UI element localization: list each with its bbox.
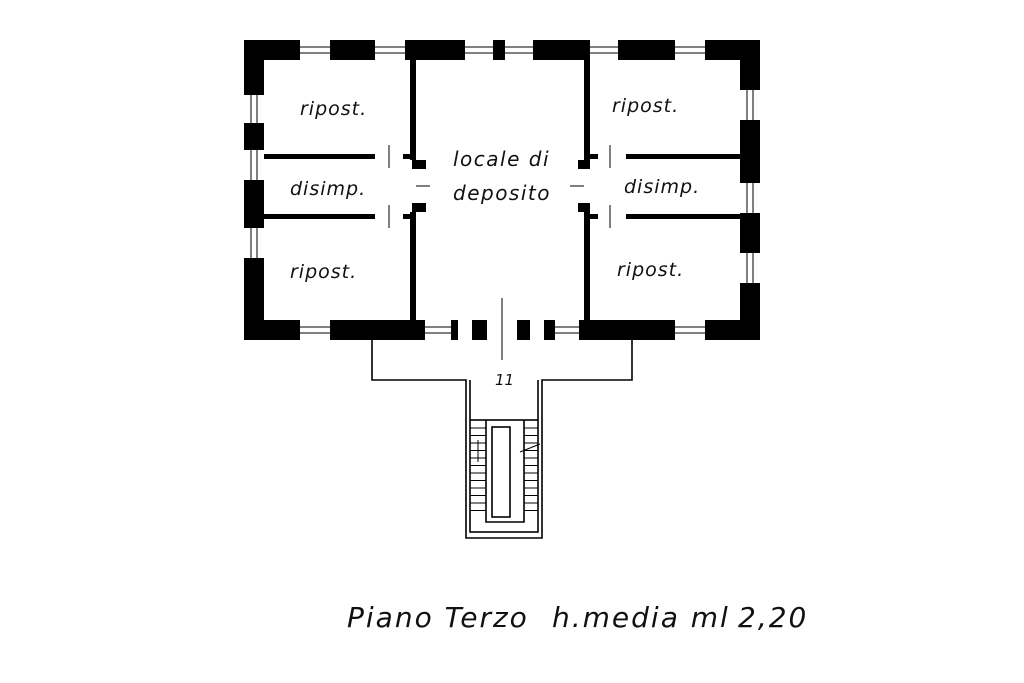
stair-number: 11 bbox=[495, 371, 514, 389]
stair-landing bbox=[371, 340, 633, 539]
staircase bbox=[469, 419, 541, 533]
room-label-center-line1: locale di bbox=[453, 147, 550, 171]
caption-floor: Piano Terzo bbox=[347, 601, 529, 634]
room-label-bottom-right: ripost. bbox=[617, 259, 684, 281]
caption-height-value: 2,20 bbox=[738, 601, 808, 634]
room-label-mid-left: disimp. bbox=[290, 178, 366, 200]
caption-height-label: h.media ml bbox=[552, 601, 730, 634]
room-label-bottom-left: ripost. bbox=[290, 261, 357, 283]
room-label-mid-right: disimp. bbox=[624, 176, 700, 198]
interior-partitions bbox=[264, 60, 740, 360]
room-label-top-left: ripost. bbox=[300, 98, 367, 120]
room-label-center-line2: deposito bbox=[453, 181, 551, 205]
room-label-top-right: ripost. bbox=[612, 95, 679, 117]
